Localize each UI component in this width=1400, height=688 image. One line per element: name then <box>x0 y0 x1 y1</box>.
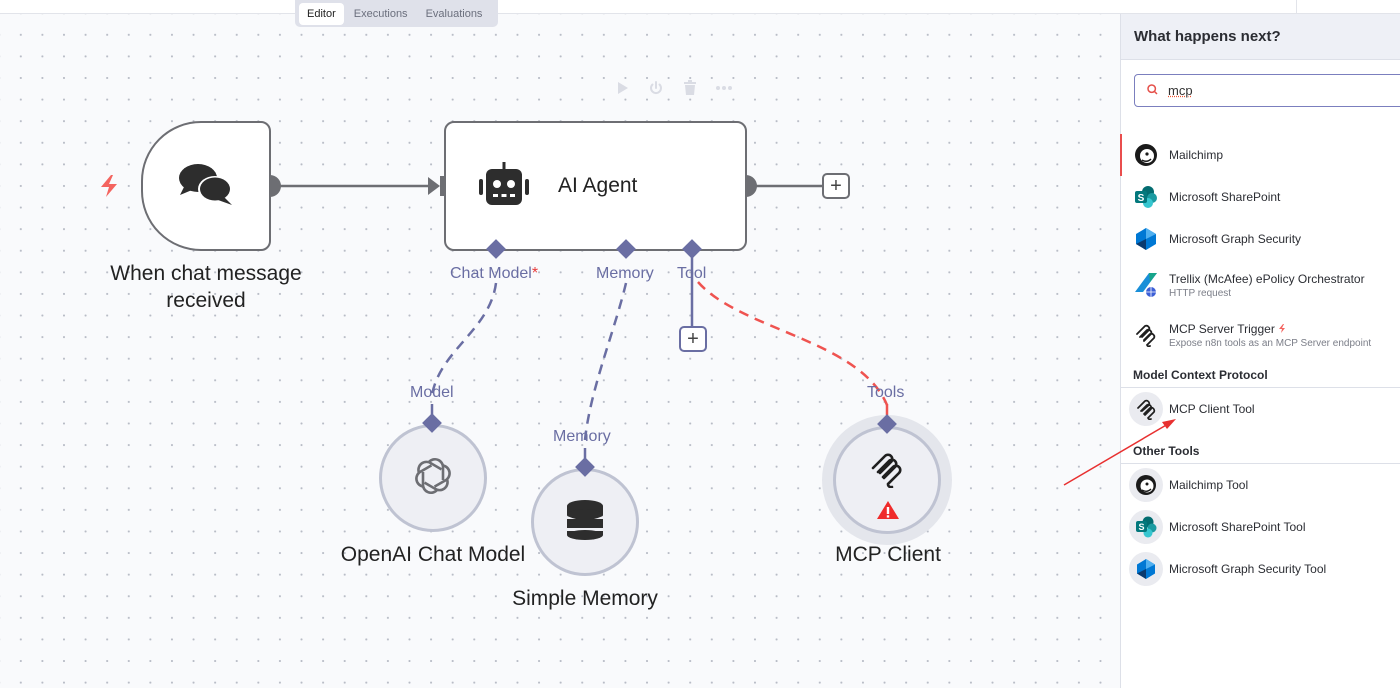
sharepoint-icon: S <box>1133 184 1159 210</box>
power-icon[interactable] <box>646 78 666 98</box>
ai-agent-node[interactable]: AI Agent <box>444 121 747 251</box>
port-diamonds <box>486 239 702 259</box>
database-icon <box>566 499 604 546</box>
memory-input-port[interactable] <box>575 457 595 477</box>
result-item-mcp-client-tool[interactable]: MCP Client Tool <box>1121 388 1400 430</box>
result-item-graph-security[interactable]: Microsoft Graph Security <box>1121 218 1400 260</box>
section-header-other-tools: Other Tools <box>1121 436 1400 464</box>
robot-icon <box>478 161 530 211</box>
tool-connection-error[interactable] <box>697 281 889 406</box>
mailchimp-icon <box>1133 142 1159 168</box>
trigger-bolt-icon <box>1278 322 1286 336</box>
required-marker: * <box>531 265 539 282</box>
node-toolbar <box>612 78 734 98</box>
result-name: Microsoft Graph Security <box>1169 232 1302 246</box>
plus-icon: + <box>687 327 699 350</box>
result-name: Microsoft SharePoint Tool <box>1169 520 1306 534</box>
openai-node-label: OpenAI Chat Model <box>340 543 526 566</box>
result-subtitle: Expose n8n tools as an MCP Server endpoi… <box>1169 337 1372 349</box>
top-bar-divider <box>1296 0 1297 14</box>
result-name: Mailchimp Tool <box>1169 478 1249 492</box>
node-creator-panel: What happens next? Mailchimp S Microsoft… <box>1120 14 1400 688</box>
tab-executions[interactable]: Executions <box>353 7 408 20</box>
result-name: Microsoft Graph Security Tool <box>1169 562 1327 576</box>
result-name: Trellix (McAfee) ePolicy Orchestrator <box>1169 271 1365 286</box>
mcp-icon <box>1129 392 1163 426</box>
mailchimp-icon <box>1129 468 1163 502</box>
sharepoint-icon: S <box>1129 510 1163 544</box>
search-input[interactable] <box>1168 83 1368 98</box>
search-icon <box>1147 82 1158 100</box>
add-tool-button[interactable]: + <box>679 326 707 352</box>
trellix-icon <box>1133 272 1159 298</box>
panel-title: What happens next? <box>1121 14 1400 60</box>
openai-chat-model-node[interactable] <box>379 424 487 532</box>
result-subtitle: HTTP request <box>1169 287 1232 299</box>
mcp-port <box>422 413 897 477</box>
memory-input-label: Memory <box>553 428 611 445</box>
play-icon[interactable] <box>612 78 632 98</box>
result-name: Microsoft SharePoint <box>1169 190 1281 204</box>
chat-model-port-label: Chat Model* <box>450 265 538 283</box>
more-icon[interactable] <box>714 78 734 98</box>
warning-icon <box>876 500 900 525</box>
ai-agent-title: AI Agent <box>558 174 638 197</box>
memory-node-label: Simple Memory <box>512 587 658 610</box>
tool-port-label: Tool <box>677 265 707 282</box>
mcp-node-label: MCP Client <box>835 543 941 566</box>
result-item-mailchimp[interactable]: Mailchimp <box>1120 134 1400 176</box>
mcp-icon <box>1133 322 1159 348</box>
trigger-bolt-icon <box>98 174 120 203</box>
graph-security-icon <box>1129 552 1163 586</box>
result-name: MCP Client Tool <box>1169 402 1255 416</box>
result-item-graph-security-tool[interactable]: Microsoft Graph Security Tool <box>1121 548 1400 590</box>
trigger-node-label: When chat message received <box>110 262 302 312</box>
chat-model-port[interactable] <box>486 239 506 259</box>
tab-evaluations[interactable]: Evaluations <box>425 7 483 20</box>
trigger-node[interactable] <box>141 121 271 251</box>
openai-icon <box>412 455 454 502</box>
results-list: Mailchimp S Microsoft SharePoint Microso… <box>1120 134 1400 590</box>
openai-input-port[interactable] <box>422 413 442 433</box>
search-field[interactable] <box>1134 74 1400 107</box>
tools-input-label: Tools <box>867 384 905 401</box>
connection-arrowhead <box>428 177 440 195</box>
svg-text:S: S <box>1138 193 1145 204</box>
result-item-sharepoint[interactable]: S Microsoft SharePoint <box>1121 176 1400 218</box>
section-header-mcp: Model Context Protocol <box>1121 360 1400 388</box>
tab-editor[interactable]: Editor <box>299 2 344 25</box>
add-next-node-button[interactable]: + <box>822 173 850 199</box>
memory-connection[interactable] <box>583 282 628 441</box>
chat-model-port-text: Chat Model <box>450 265 532 282</box>
graph-security-icon <box>1133 226 1159 252</box>
trash-icon[interactable] <box>680 78 700 98</box>
plus-icon: + <box>830 174 842 197</box>
result-item-mailchimp-tool[interactable]: Mailchimp Tool <box>1121 464 1400 506</box>
simple-memory-node[interactable] <box>531 468 639 576</box>
view-tabs: Editor Executions Evaluations <box>295 0 498 27</box>
result-name-text: MCP Server Trigger <box>1169 321 1275 336</box>
result-item-sharepoint-tool[interactable]: S Microsoft SharePoint Tool <box>1121 506 1400 548</box>
model-input-label: Model <box>410 384 454 401</box>
result-item-mcp-server-trigger[interactable]: MCP Server Trigger Expose n8n tools as a… <box>1121 310 1400 360</box>
result-name: MCP Server Trigger <box>1169 322 1371 336</box>
mcp-input-port[interactable] <box>877 414 897 434</box>
memory-port-label: Memory <box>596 265 654 282</box>
svg-text:S: S <box>1138 522 1144 532</box>
result-name: Mailchimp <box>1169 148 1224 162</box>
mcp-icon <box>870 452 904 493</box>
chat-bubbles-icon <box>178 161 234 212</box>
